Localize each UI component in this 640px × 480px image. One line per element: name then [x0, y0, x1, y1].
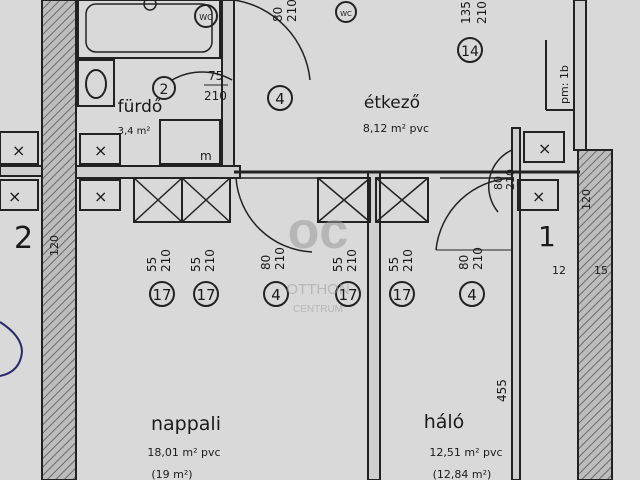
wall-bath-dining: [221, 0, 235, 173]
wardrobe-d: [375, 177, 429, 223]
door-swing-hall: [235, 177, 313, 253]
room-name-dining: étkező: [364, 93, 420, 113]
marked-boxes: × × × × × ×: [0, 131, 565, 211]
top-door-width: 80: [271, 7, 285, 22]
flat-number-left: 2: [14, 221, 33, 256]
washbasin: [159, 119, 221, 165]
door-code-14: 14: [461, 44, 479, 60]
top-right-door-height: 210: [475, 1, 489, 24]
svg-text:×: ×: [94, 187, 107, 206]
wardrobes: [133, 177, 429, 223]
dimension-15: 15: [594, 264, 608, 277]
right-door-width: 80: [492, 176, 505, 190]
left-edge-shape: [0, 321, 24, 377]
watermark-line1: OTTHON: [286, 281, 349, 298]
door-code-17c: 17: [338, 286, 357, 304]
door-swing-bedroom: [435, 177, 513, 251]
bathtub: [77, 0, 221, 59]
wardrobe-a-height: 210: [159, 249, 173, 272]
bath-door-width: 75: [208, 69, 223, 83]
room-area-living: 18,01 m² pvc: [147, 446, 220, 459]
wardrobe-c: [317, 177, 371, 223]
wall-left-stub: [0, 165, 43, 177]
svg-text:×: ×: [8, 187, 21, 206]
door-swings: [233, 0, 513, 253]
flat-number-right: 1: [538, 220, 556, 253]
wall-left: [41, 0, 77, 480]
door-code-17b: 17: [196, 286, 215, 304]
wardrobe-b: [181, 177, 231, 223]
door-swing-top: [233, 0, 311, 81]
door-code-17a: 17: [152, 286, 171, 304]
top-door-height: 210: [285, 0, 299, 22]
wall-right: [577, 149, 613, 480]
watermark-logo: oc: [288, 202, 349, 260]
door-dimensions: 75 210 80 210 135 210 55 210 55 210 80 2…: [145, 0, 517, 272]
wardrobe-b-height: 210: [203, 249, 217, 272]
wardrobe-d-width: 55: [387, 257, 401, 272]
watermark: oc OTTHON CENTRUM: [286, 202, 349, 315]
wall-top-right: [573, 0, 587, 151]
room-area-bedroom: 12,51 m² pvc: [429, 446, 502, 459]
room-area-dining: 8,12 m² pvc: [363, 122, 429, 135]
door-code-4-top: 4: [275, 90, 285, 108]
svg-text:×: ×: [538, 139, 551, 158]
right-dimension-120: 120: [580, 189, 593, 210]
room-name-bedroom: háló: [424, 411, 465, 433]
dimension-12: 12: [552, 264, 566, 277]
door-code-markers: 17 17 4 17 17 4 4 14 2: [149, 1, 485, 307]
room-name-bathroom: fürdő: [118, 97, 163, 117]
door-code-2-bath: 2: [160, 82, 169, 98]
wardrobe-c-height: 210: [345, 249, 359, 272]
pm-label: pm: 1b: [558, 65, 571, 104]
bed-door-height: 210: [471, 247, 485, 270]
wc-label-right: WC: [340, 10, 352, 18]
svg-text:×: ×: [94, 141, 107, 160]
watermark-line2: CENTRUM: [293, 304, 343, 315]
wall-bedroom-right: [511, 127, 521, 480]
toilet: [77, 59, 115, 107]
door-code-17d: 17: [392, 286, 411, 304]
room-area-bedroom-alt: (12,84 m²): [433, 468, 492, 480]
svg-text:×: ×: [532, 187, 545, 206]
room-area-living-alt: (19 m²): [151, 468, 192, 480]
door-code-4a: 4: [271, 286, 281, 304]
door-code-4b: 4: [467, 286, 477, 304]
room-area-bathroom: 3,4 m²: [118, 126, 151, 137]
right-door-height: 210: [504, 169, 517, 190]
hall-door-height: 210: [273, 247, 287, 270]
top-right-door-width: 135: [459, 1, 473, 24]
hall-door-width: 80: [259, 255, 273, 270]
walls: [0, 0, 613, 480]
wardrobe-a-width: 55: [145, 257, 159, 272]
left-dimension-120: 120: [48, 235, 61, 256]
wc-label-left: WC: [199, 13, 213, 22]
bath-door-height: 210: [204, 89, 227, 103]
bathroom-fixtures: [77, 0, 233, 165]
m-label: m: [200, 149, 212, 163]
bed-door-width: 80: [457, 255, 471, 270]
wardrobe-c-width: 55: [331, 257, 345, 272]
wardrobe-b-width: 55: [189, 257, 203, 272]
bath-door-swing: [171, 71, 233, 81]
wall-bath-bottom: [75, 165, 241, 179]
room-height-dimension: 455: [495, 379, 509, 402]
wardrobe-d-height: 210: [401, 249, 415, 272]
svg-text:×: ×: [12, 141, 25, 160]
room-labels: fürdő 3,4 m² étkező 8,12 m² pvc nappali …: [118, 93, 503, 480]
room-name-living: nappali: [151, 413, 221, 435]
